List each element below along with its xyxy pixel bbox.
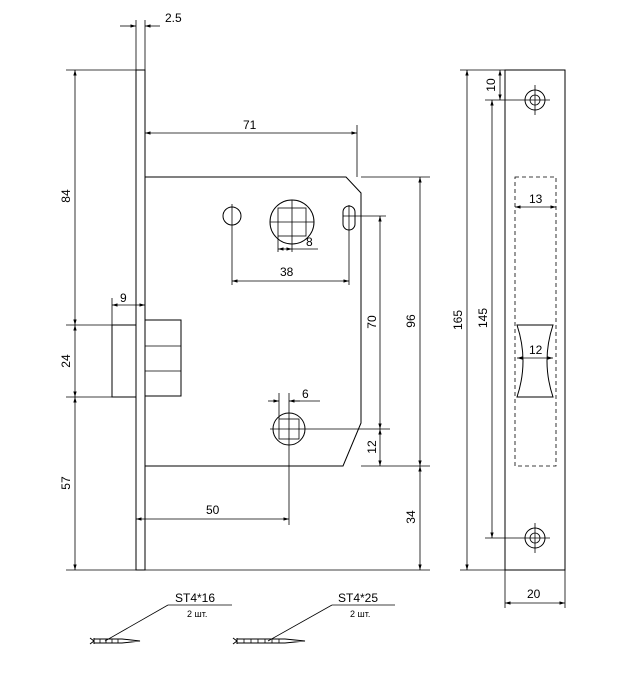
dim-84: 84 xyxy=(59,189,73,203)
dim-165: 165 xyxy=(451,310,465,330)
dim-71: 71 xyxy=(243,118,257,132)
latch-opening xyxy=(516,324,554,398)
screw-2-qty: 2 шт. xyxy=(350,609,370,619)
dim-57: 57 xyxy=(59,476,73,490)
screw-1-qty: 2 шт. xyxy=(187,609,207,619)
dim-96: 96 xyxy=(404,314,418,328)
dim-9: 9 xyxy=(120,291,127,305)
dim-70: 70 xyxy=(365,315,379,329)
lock-case xyxy=(145,176,362,467)
screw-1-spec: ST4*16 xyxy=(175,591,215,605)
dim-12-strike: 12 xyxy=(529,343,543,357)
screw-1-icon xyxy=(89,637,141,645)
dim-6: 6 xyxy=(302,387,309,401)
dim-38: 38 xyxy=(280,265,294,279)
screw-2-spec: ST4*25 xyxy=(338,591,378,605)
screw-2-icon xyxy=(232,637,306,645)
dim-20: 20 xyxy=(527,587,541,601)
strike-plate-view: 165 145 10 13 12 20 xyxy=(451,69,566,608)
lock-side-view: 2.5 71 84 9 24 57 8 38 70 96 6 12 50 34 xyxy=(59,11,430,571)
faceplate xyxy=(135,69,146,571)
screw-1: ST4*16 2 шт. xyxy=(89,591,232,645)
mount-slot xyxy=(342,205,356,231)
strike-plate xyxy=(504,69,566,571)
dim-13: 13 xyxy=(529,192,543,206)
dim-12-lock: 12 xyxy=(365,440,379,454)
dim-2-5: 2.5 xyxy=(165,11,182,25)
bolt-block xyxy=(144,319,182,397)
dim-24: 24 xyxy=(59,354,73,368)
latch-bolt xyxy=(111,324,137,398)
screw-2: ST4*25 2 шт. xyxy=(232,591,395,645)
dim-34: 34 xyxy=(404,510,418,524)
dim-10: 10 xyxy=(484,78,498,92)
dim-8: 8 xyxy=(306,235,313,249)
dim-50: 50 xyxy=(206,503,220,517)
dim-145: 145 xyxy=(476,308,490,328)
strike-recess xyxy=(514,176,557,467)
